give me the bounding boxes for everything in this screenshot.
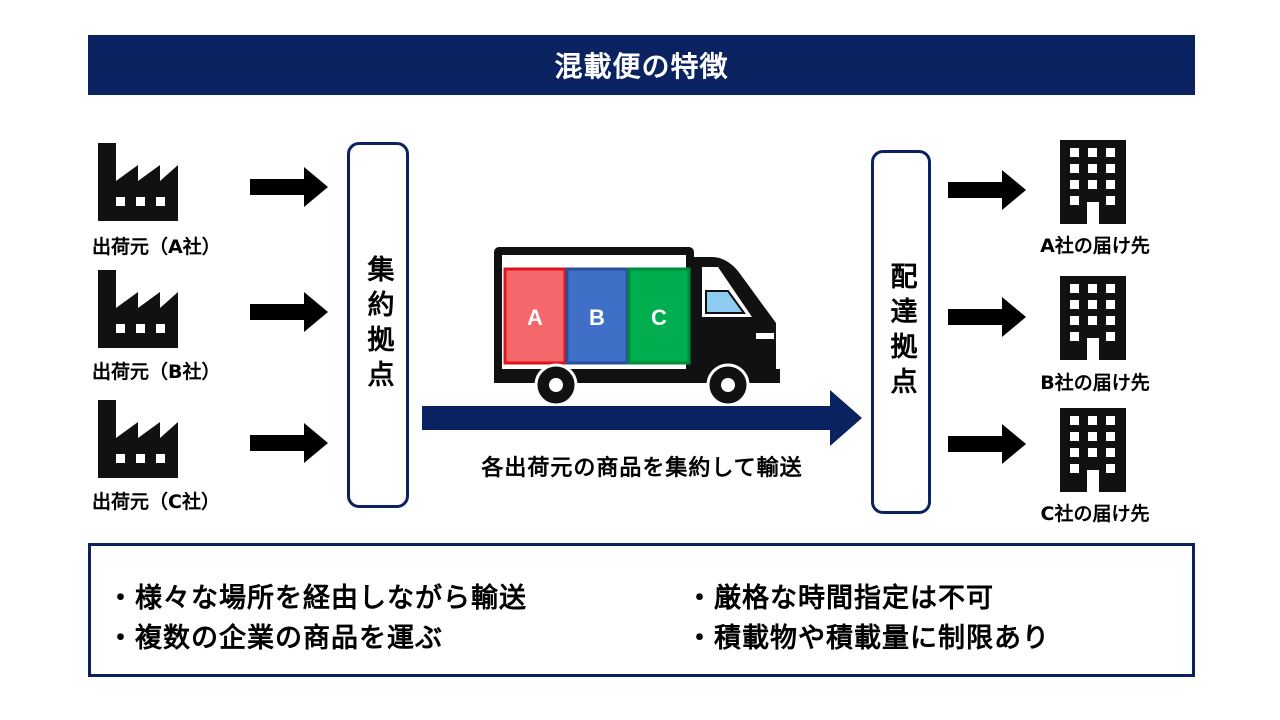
note-item: ・様々な場所を経由しながら輸送 bbox=[107, 583, 527, 614]
source-label: 出荷元（C社） bbox=[92, 491, 220, 513]
title-bar: 混載便の特徴 bbox=[88, 35, 1195, 95]
right-arrow-icon bbox=[948, 170, 1026, 210]
cargo-box-c bbox=[627, 267, 691, 365]
truck-icon: A B C bbox=[494, 247, 780, 405]
building-icon bbox=[1060, 140, 1126, 224]
destination-label: B社の届け先 bbox=[1040, 372, 1150, 394]
building-icon bbox=[1060, 276, 1126, 360]
flow-arrow-icon bbox=[422, 390, 862, 446]
notes-box: ・様々な場所を経由しながら輸送 ・複数の企業の商品を運ぶ ・厳格な時間指定は不可… bbox=[88, 543, 1195, 677]
delivery-hub-label: 配達拠点 bbox=[885, 262, 917, 402]
destination-label: C社の届け先 bbox=[1040, 503, 1150, 525]
right-arrow-icon bbox=[948, 297, 1026, 337]
building-icon bbox=[1060, 408, 1126, 492]
cargo-label-b: B bbox=[589, 305, 605, 330]
cargo-label-a: A bbox=[527, 305, 543, 330]
right-arrow-icon bbox=[250, 167, 328, 207]
cargo-box-b bbox=[565, 267, 629, 365]
factory-icon bbox=[98, 143, 178, 221]
note-item: ・複数の企業の商品を運ぶ bbox=[107, 623, 443, 654]
cargo-box-a bbox=[503, 267, 567, 365]
note-item: ・厳格な時間指定は不可 bbox=[686, 583, 994, 614]
source-label: 出荷元（A社） bbox=[92, 236, 221, 258]
note-item: ・積載物や積載量に制限あり bbox=[686, 623, 1050, 654]
collection-hub-label: 集約拠点 bbox=[362, 255, 394, 395]
factory-icon bbox=[98, 270, 178, 348]
factory-icon bbox=[98, 400, 178, 478]
right-arrow-icon bbox=[250, 292, 328, 332]
right-arrow-icon bbox=[948, 424, 1026, 464]
flow-caption: 各出荷元の商品を集約して輸送 bbox=[481, 456, 803, 481]
collection-hub: 集約拠点 bbox=[347, 142, 409, 508]
destination-label: A社の届け先 bbox=[1040, 235, 1150, 257]
right-arrow-icon bbox=[250, 423, 328, 463]
source-label: 出荷元（B社） bbox=[92, 361, 221, 383]
cargo-label-c: C bbox=[651, 305, 667, 330]
delivery-hub: 配達拠点 bbox=[871, 150, 931, 514]
page-title: 混載便の特徴 bbox=[554, 50, 729, 83]
